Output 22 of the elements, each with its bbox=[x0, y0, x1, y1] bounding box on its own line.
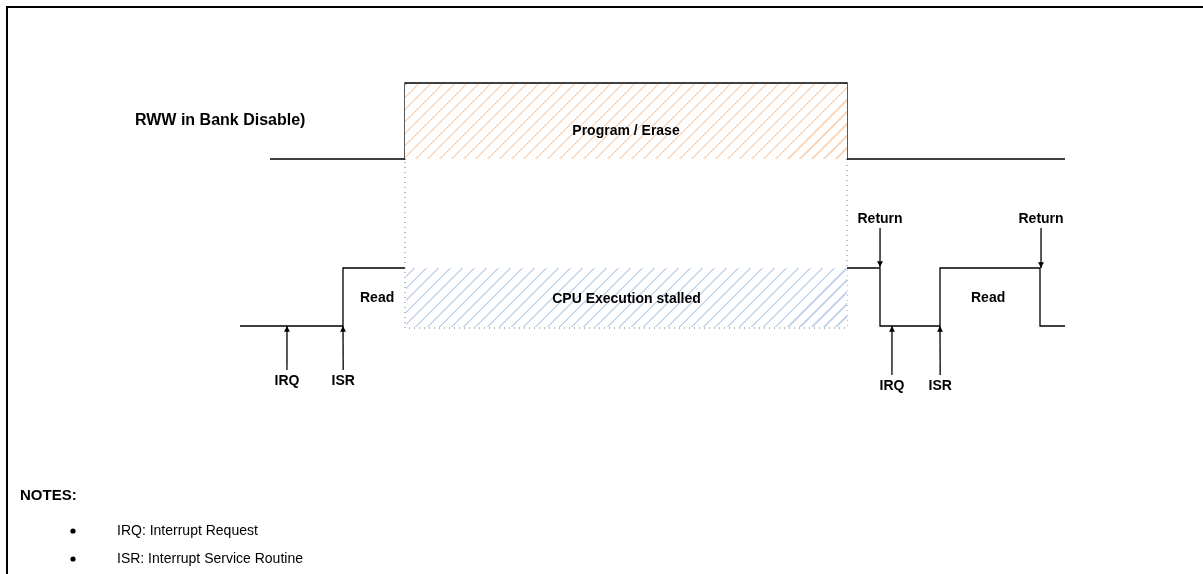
event-arrow bbox=[889, 325, 895, 376]
event-label: IRQ bbox=[274, 372, 300, 388]
event-arrow bbox=[284, 325, 290, 371]
program-erase-region bbox=[405, 84, 847, 159]
event-label: Return bbox=[857, 210, 903, 226]
note-text: IRQ: Interrupt Request bbox=[117, 522, 258, 538]
event-label: IRQ bbox=[879, 377, 905, 393]
stalled-region bbox=[406, 268, 847, 327]
event-label: Return bbox=[1018, 210, 1064, 226]
signal-name: RWW in Bank Disable) bbox=[135, 112, 306, 128]
event-label: ISR bbox=[331, 372, 355, 388]
event-arrow bbox=[877, 227, 883, 268]
event-arrow bbox=[1038, 227, 1044, 269]
notes-heading: NOTES: bbox=[20, 487, 77, 503]
region-label: CPU Execution stalled bbox=[552, 289, 701, 306]
event-arrow bbox=[937, 325, 943, 376]
region-label: Program / Erase bbox=[572, 121, 680, 138]
phase-label: Read bbox=[971, 289, 1006, 305]
phase-label: Read bbox=[360, 289, 395, 305]
note-text: ISR: Interrupt Service Routine bbox=[117, 550, 303, 566]
event-label: ISR bbox=[928, 377, 952, 393]
event-arrow bbox=[340, 325, 346, 371]
